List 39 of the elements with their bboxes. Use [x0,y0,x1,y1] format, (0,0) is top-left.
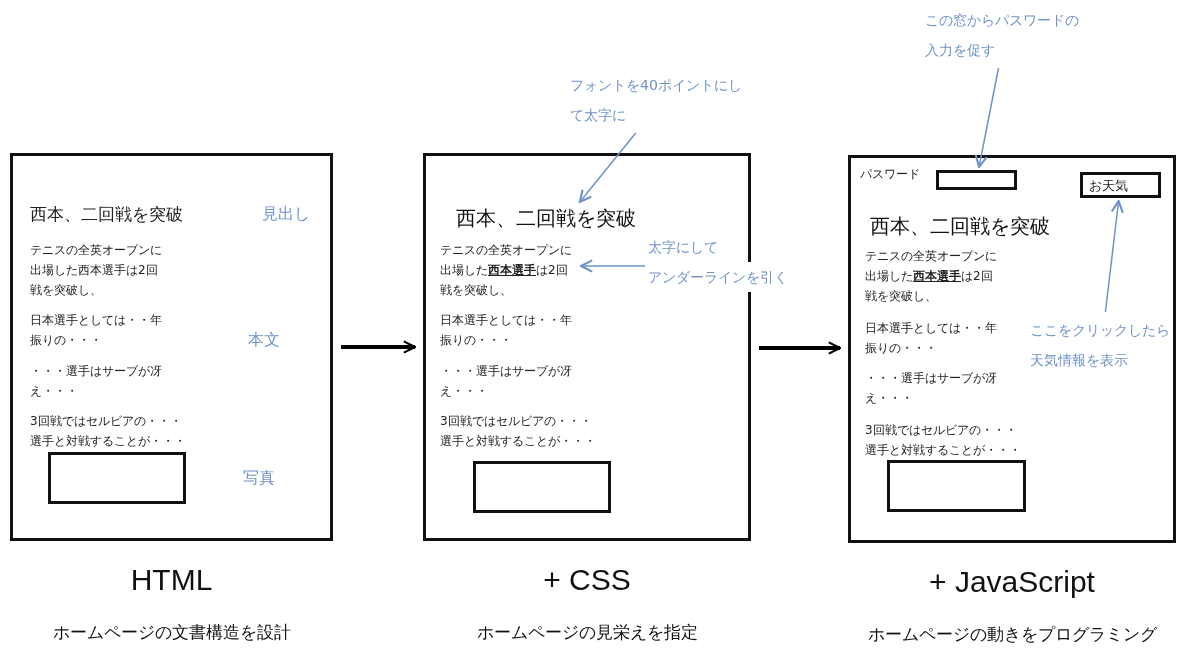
paragraph: 3回戦ではセルビアの・・・選手と対戦することが・・・ [30,411,188,451]
paragraph: テニスの全英オープンに出場した西本選手は2回戦を突破し、 [440,240,578,300]
headline: 西本、二回戦を突破 [870,213,1090,241]
leader-line [974,67,1000,169]
description: ホームページの見栄えを指定 [475,621,699,644]
section-label: 本文 [248,330,280,351]
paragraph: 日本選手としては・・年振りの・・・ [30,310,168,350]
description: ホームページの文書構造を設計 [51,621,292,644]
leader-line [1104,199,1124,313]
leader-line [579,259,646,273]
web-page-mockup [848,155,1176,543]
paragraph: ・・・選手はサーブが冴え・・・ [30,361,168,401]
page-title: + CSS [542,563,632,597]
paragraph: 3回戦ではセルビアの・・・選手と対戦することが・・・ [865,420,1023,460]
annotation: 太字にして アンダーラインを引く [648,232,808,292]
leader-line [578,132,637,204]
paragraph: テニスの全英オープンに出場した西本選手は2回戦を突破し、 [865,246,1003,306]
weather-button: お天気 [1080,172,1161,198]
section-label: 見出し [262,204,310,225]
web-page-mockup [10,153,333,541]
paragraph: ・・・選手はサーブが冴え・・・ [440,361,578,401]
paragraph: 3回戦ではセルビアの・・・選手と対戦することが・・・ [440,411,598,451]
headline: 西本、二回戦を突破 [30,203,210,227]
arrow [341,340,417,354]
image-placeholder [48,452,186,504]
paragraph: テニスの全英オープンに出場した西本選手は2回戦を突破し、 [30,240,168,300]
arrow [759,341,842,355]
paragraph: 日本選手としては・・年振りの・・・ [865,318,1003,358]
paragraph: 日本選手としては・・年振りの・・・ [440,310,578,350]
password-field [936,170,1017,190]
page-title: HTML [129,563,214,597]
image-placeholder [887,460,1026,512]
image-placeholder [473,461,611,513]
section-label: 写真 [243,468,275,489]
description: ホームページの動きをプログラミング [866,623,1158,646]
headline: 西本、二回戦を突破 [456,205,676,233]
field-label: パスワード [860,166,932,184]
page-title: + JavaScript [928,565,1096,599]
paragraph: ・・・選手はサーブが冴え・・・ [865,368,1003,408]
